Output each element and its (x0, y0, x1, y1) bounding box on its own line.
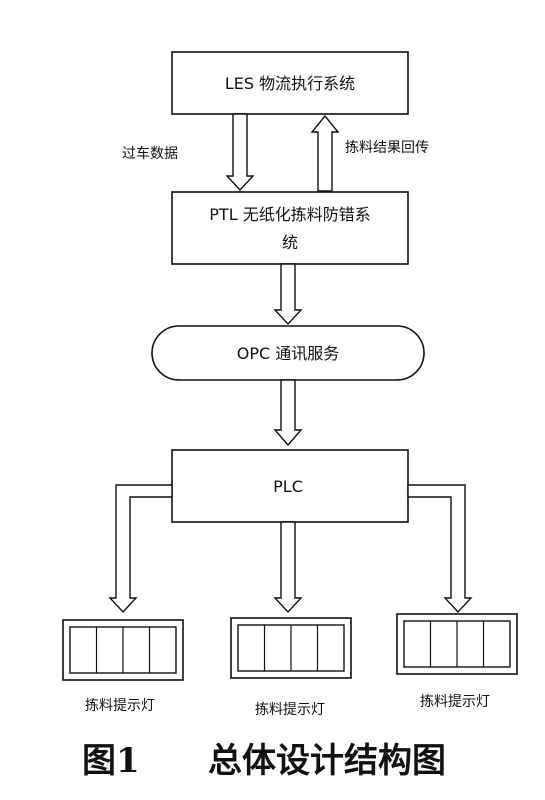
arrow-plc-to-light-3 (407, 484, 473, 614)
les-label: LES 物流执行系统 (225, 74, 355, 93)
plc-label: PLC (273, 477, 303, 496)
edge-label-up: 拣料结果回传 (345, 140, 429, 156)
indicator-light-1 (62, 619, 184, 681)
opc-node: OPC 通讯服务 (151, 325, 425, 381)
ptl-label-line2: 统 (282, 233, 298, 252)
ptl-node: PTL 无纸化拣料防错系 统 (171, 191, 409, 265)
ptl-label-line1: PTL 无纸化拣料防错系 (209, 205, 370, 224)
arrow-plc-to-light-1 (108, 484, 173, 614)
figure-title: 总体设计结构图 (208, 741, 446, 781)
indicator-light-2 (230, 617, 352, 679)
plc-node: PLC (171, 449, 409, 523)
arrow-les-to-ptl (225, 113, 255, 192)
les-node: LES 物流执行系统 (171, 51, 409, 115)
arrow-plc-to-light-2 (273, 521, 303, 614)
arrow-ptl-to-opc (273, 263, 303, 326)
indicator-light-3 (396, 613, 518, 675)
light-label-3: 拣料提示灯 (420, 694, 490, 710)
figure-number: 图1 (82, 741, 140, 781)
arrow-opc-to-plc (273, 379, 303, 447)
edge-label-down: 过车数据 (122, 145, 178, 162)
opc-label: OPC 通讯服务 (237, 344, 340, 363)
light-label-1: 拣料提示灯 (85, 698, 155, 714)
light-label-2: 拣料提示灯 (255, 702, 325, 718)
arrow-ptl-to-les (310, 114, 340, 192)
